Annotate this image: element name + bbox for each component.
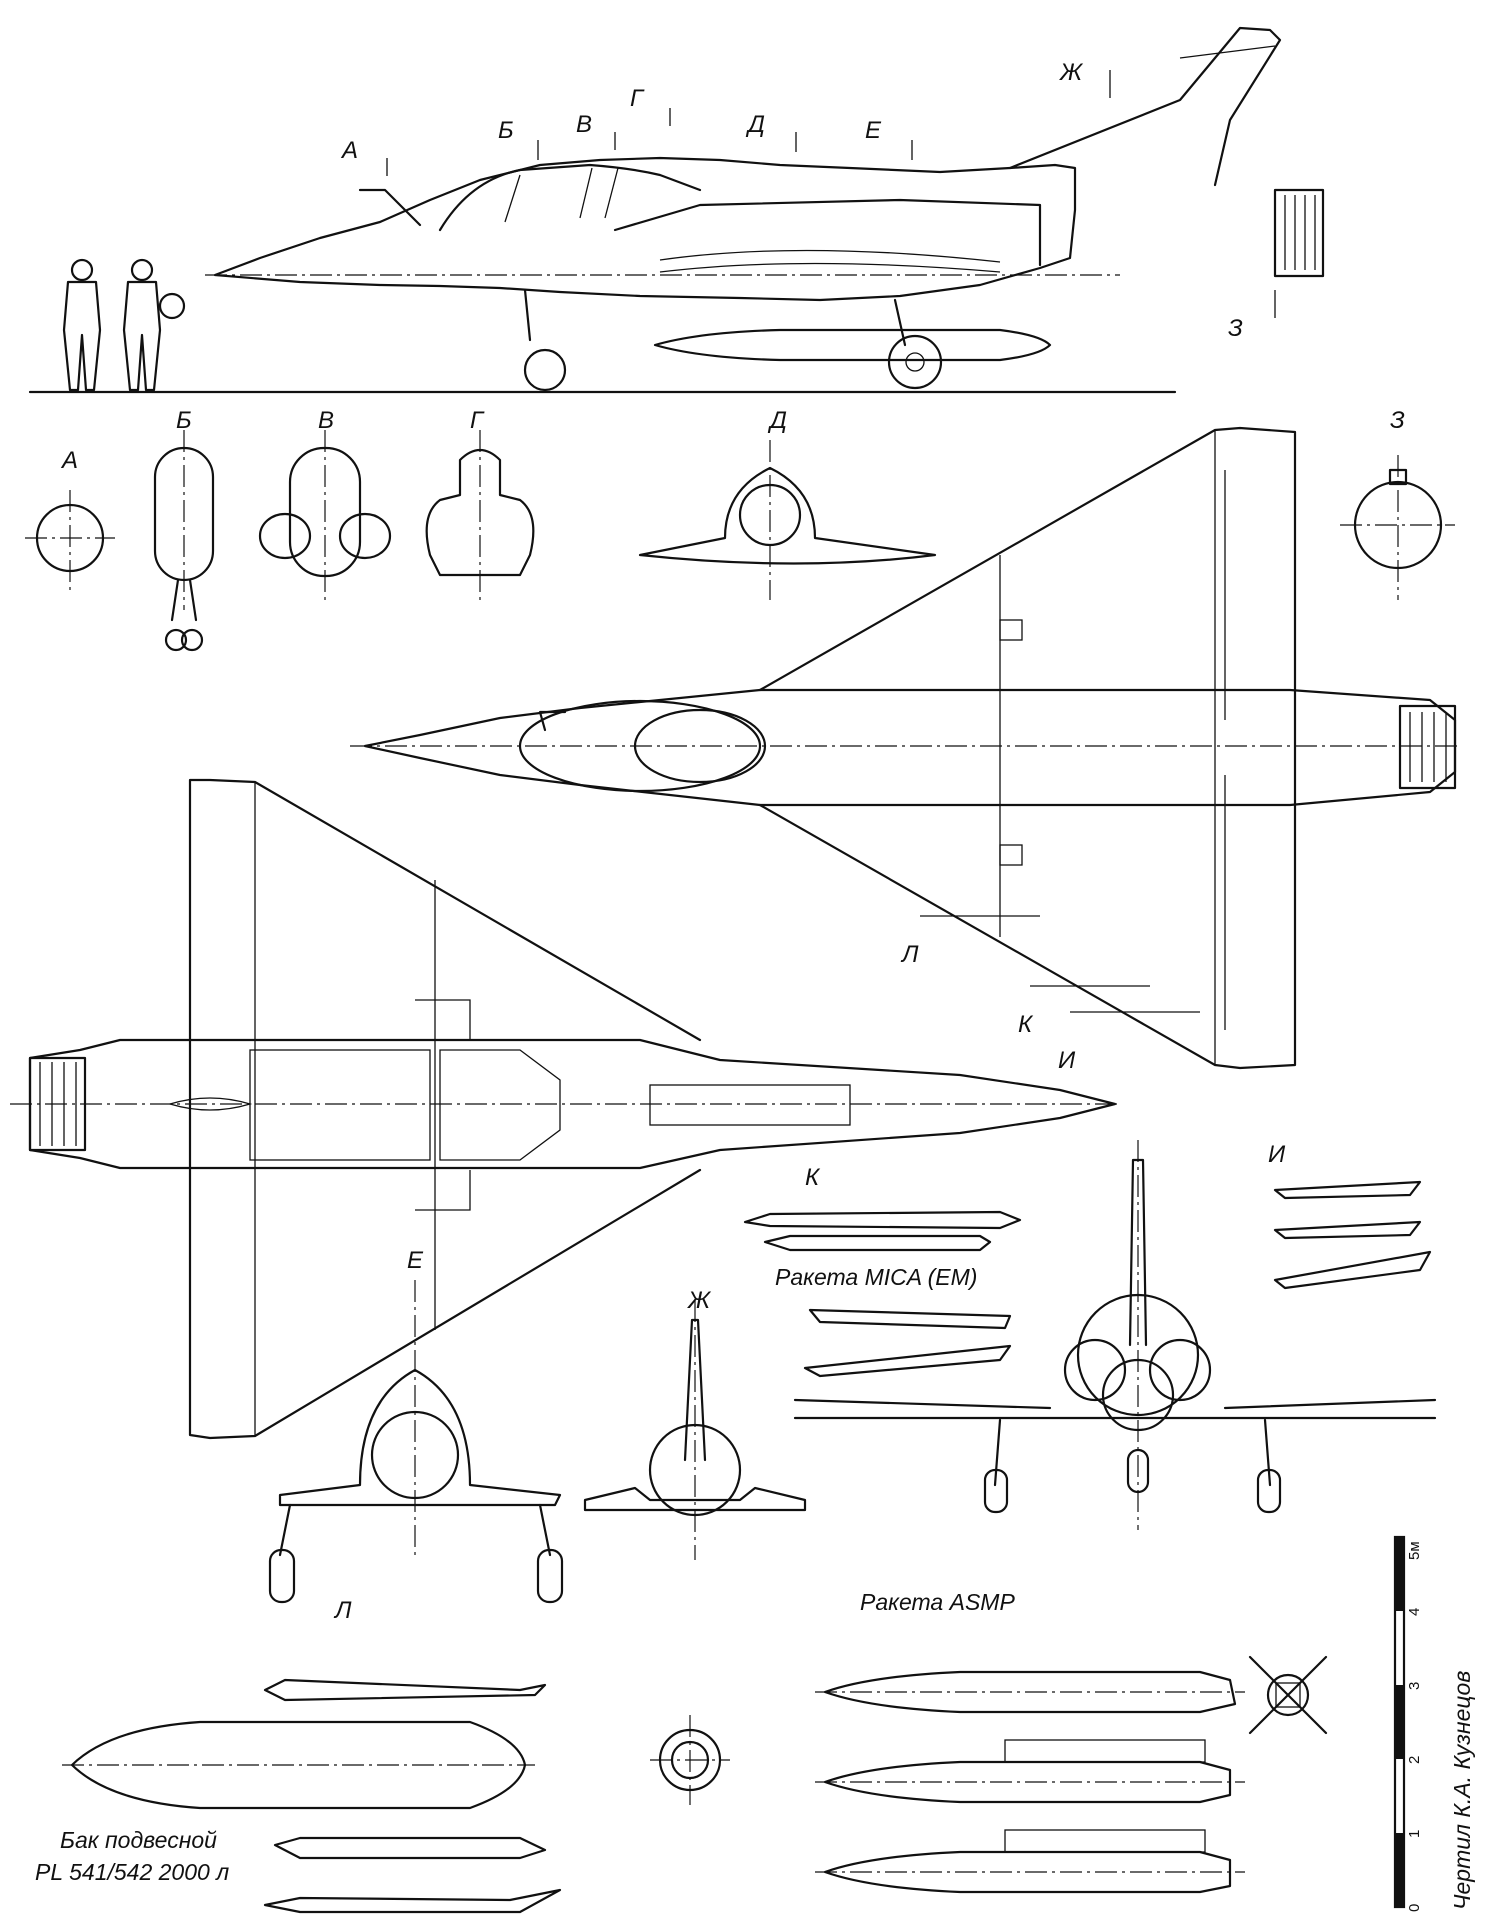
mica-caption: Ракета MICA (EM) xyxy=(775,1264,977,1290)
author-credit: Чертил К.А. Кузнецов xyxy=(1449,1671,1475,1910)
cross-sections-row: А Б В Г Д З xyxy=(25,407,1455,652)
mark-k-group: К xyxy=(805,1164,821,1191)
mark-a: А xyxy=(340,137,358,164)
scale-tick-2: 2 xyxy=(1406,1756,1423,1764)
section-a-label: А xyxy=(60,447,78,474)
mark-g: Г xyxy=(630,85,645,112)
mark-l: Л xyxy=(900,941,919,968)
bottom-view xyxy=(10,778,1120,1440)
top-view: Л К И xyxy=(350,426,1460,1074)
pilot-figures xyxy=(62,258,186,392)
side-view xyxy=(28,26,1325,394)
section-b-label: Б xyxy=(176,407,192,434)
mark-e: Е xyxy=(865,117,882,144)
scale-tick-4: 4 xyxy=(1406,1608,1423,1616)
section-marks-side: А Б В Г Д Е Ж З xyxy=(340,59,1276,342)
section-v-label: В xyxy=(318,407,334,434)
mark-i-group: И xyxy=(1268,1141,1286,1168)
section-l-label: Л xyxy=(333,1597,352,1624)
section-d-label: Д xyxy=(767,407,787,434)
scale-bar: 0 1 2 3 4 5м xyxy=(1393,1535,1423,1912)
asmp-group: Ракета ASMP xyxy=(815,1589,1328,1894)
scale-tick-3: 3 xyxy=(1406,1682,1423,1690)
section-e-label: Е xyxy=(407,1247,424,1274)
tank-group: Л Бак подвесной PL 541/542 2000 л xyxy=(35,1597,730,1914)
sections-e-zh: Е Ж xyxy=(268,1247,807,1604)
scale-tick-1: 1 xyxy=(1406,1830,1423,1838)
scale-tick-5: 5м xyxy=(1406,1541,1423,1560)
mark-k: К xyxy=(1018,1011,1034,1038)
front-view xyxy=(793,1140,1437,1530)
mark-v: В xyxy=(576,111,592,138)
mark-b: Б xyxy=(498,117,514,144)
mark-i: И xyxy=(1058,1047,1076,1074)
mark-zh: Ж xyxy=(1059,59,1084,86)
scale-tick-0: 0 xyxy=(1406,1904,1423,1912)
section-g-label: Г xyxy=(470,407,485,434)
mark-z: З xyxy=(1228,315,1243,342)
mark-d: Д xyxy=(745,111,765,138)
section-zh-label: Ж xyxy=(687,1287,712,1314)
asmp-caption: Ракета ASMP xyxy=(860,1589,1015,1615)
tank-caption-line1: Бак подвесной xyxy=(60,1827,217,1853)
tank-caption-line2: PL 541/542 2000 л xyxy=(35,1859,229,1885)
missile-groups: К Ракета MICA (EM) И xyxy=(743,1141,1432,1378)
section-z-label: З xyxy=(1390,407,1405,434)
